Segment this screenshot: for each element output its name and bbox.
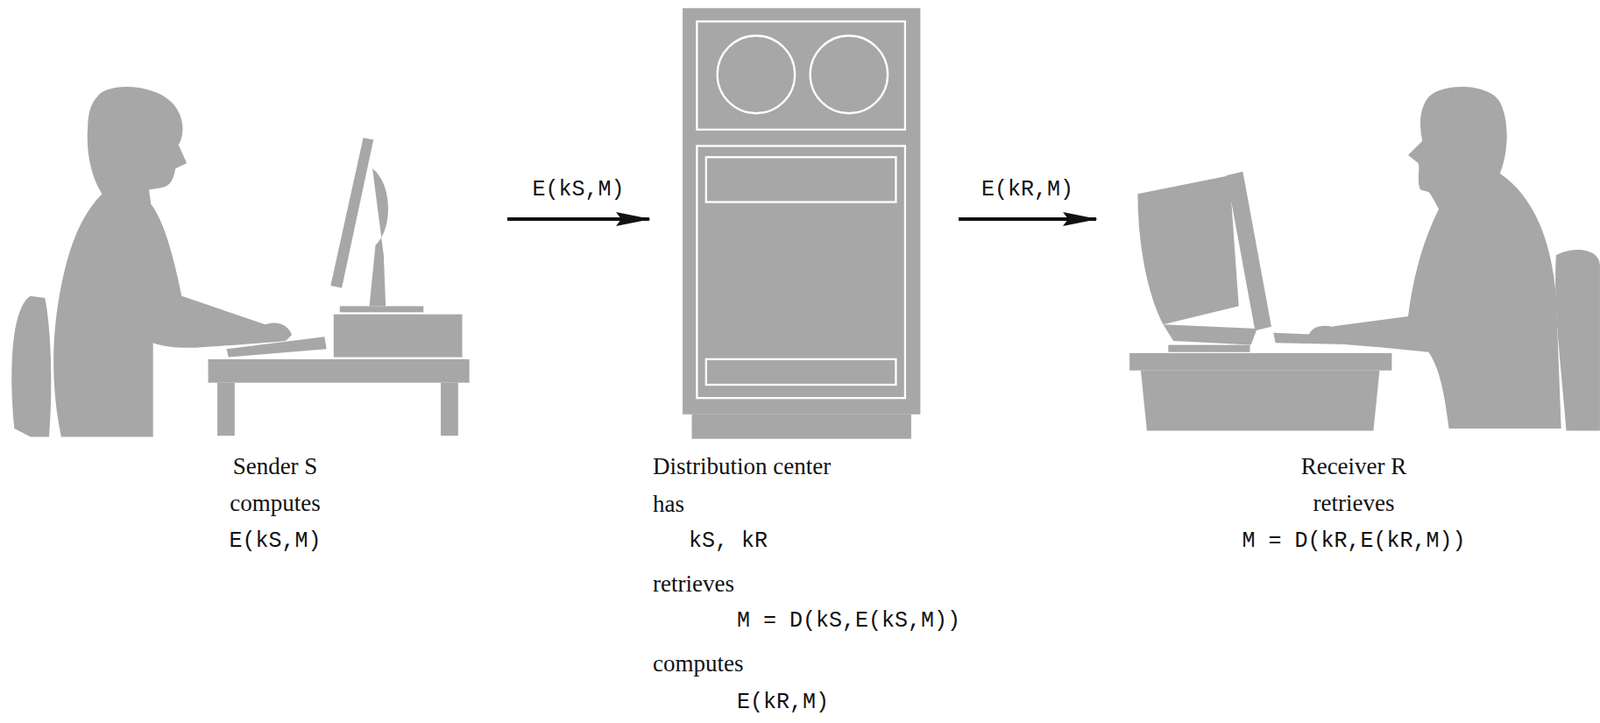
- monitor-screen: [1226, 171, 1272, 332]
- monitor-stand: [1163, 324, 1258, 345]
- node-text: Sender S: [233, 452, 319, 481]
- desk-leg: [440, 382, 459, 437]
- node-text: computes: [229, 488, 320, 517]
- figure-node: Sender ScomputesE(kS,M): [12, 86, 470, 439]
- figure-node: Distribution centerhaskS, kRretrievesM =…: [682, 7, 921, 439]
- node-text: Distribution center: [652, 452, 831, 481]
- desk-base: [1140, 370, 1380, 432]
- monitor-base: [339, 305, 424, 312]
- node-text: Receiver R: [1301, 452, 1408, 481]
- edge-label: E(kS,M): [530, 176, 626, 204]
- monitor-stand: [369, 168, 389, 306]
- node-text: retrieves: [652, 569, 735, 598]
- desk: [208, 359, 470, 383]
- node-text: computes: [652, 649, 744, 678]
- figure-node: Receiver RretrievesM = D(kR,E(kR,M)): [1129, 86, 1595, 439]
- figures: [11, 7, 1600, 439]
- node-text: retrieves: [1313, 488, 1395, 517]
- edge-label: E(kR,M): [979, 176, 1076, 204]
- keyboard: [226, 336, 327, 357]
- receiver-person: [1308, 86, 1562, 429]
- desk: [1129, 353, 1392, 371]
- node-text: E(kS,M): [228, 528, 321, 555]
- node-text: M = D(kR,E(kR,M)): [1241, 528, 1466, 555]
- monitor-base: [1168, 345, 1250, 353]
- server-base: [692, 414, 912, 439]
- arrow: [958, 217, 1097, 221]
- server-cabinet: [682, 7, 921, 414]
- chair: [1555, 249, 1600, 431]
- node-text: has: [652, 489, 685, 518]
- node-text: E(kR,M): [736, 689, 829, 716]
- chair: [11, 296, 51, 438]
- desk-leg: [217, 382, 235, 437]
- monitor: [1137, 175, 1239, 325]
- node-text: M = D(kS,E(kS,M)): [736, 608, 961, 635]
- sender-person: [53, 86, 292, 437]
- arrow: [507, 217, 650, 221]
- node-text: kS, kR: [688, 528, 768, 555]
- monitor: [330, 137, 374, 288]
- computer-case: [333, 314, 463, 358]
